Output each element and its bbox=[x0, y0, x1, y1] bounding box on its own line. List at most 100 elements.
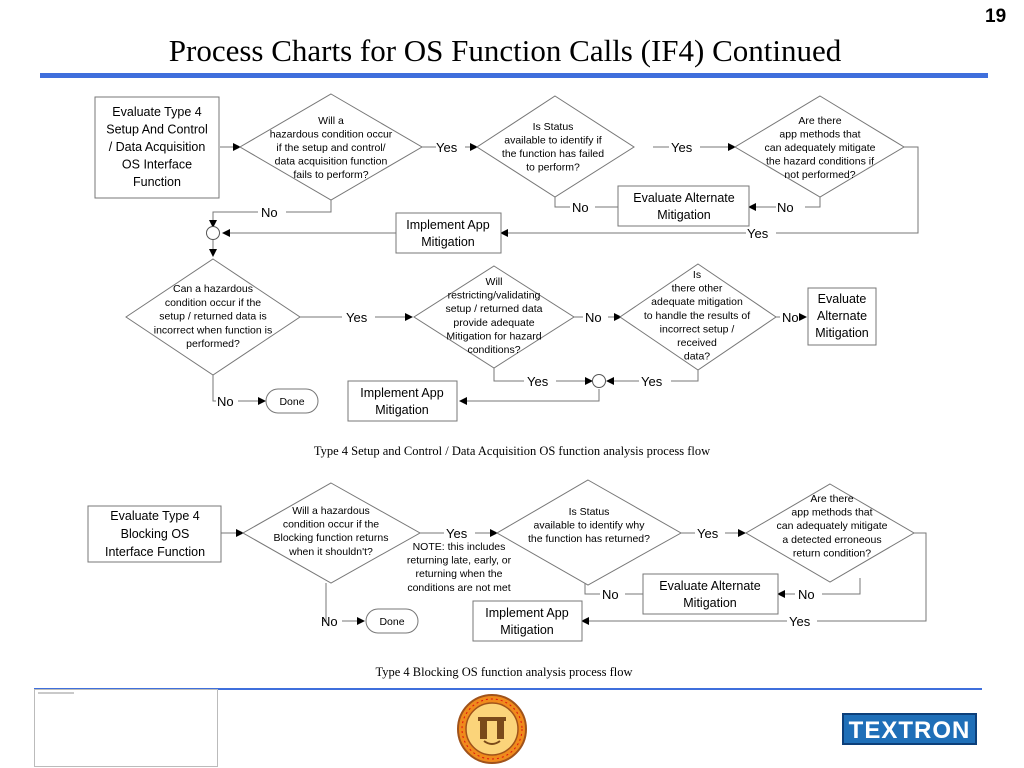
node-text-line: setup / returned data is bbox=[159, 311, 266, 323]
node-text-line: not performed? bbox=[784, 169, 855, 181]
node-text-line: restricting/validating bbox=[448, 290, 541, 302]
node-text-line: Alternate bbox=[817, 309, 867, 323]
node-text-line: incorrect when function is bbox=[154, 324, 272, 336]
start-box-2: Evaluate Type 4 Blocking OS Interface Func… bbox=[87, 505, 222, 563]
node-text-line: to handle the results of bbox=[644, 310, 750, 322]
label-yes: Yes bbox=[446, 526, 468, 541]
label-no: No bbox=[572, 200, 589, 215]
node-text-line: NOTE: this includes bbox=[413, 541, 506, 553]
node-text-line: Can a hazardous bbox=[173, 283, 253, 295]
node-text-line: Implement App bbox=[360, 386, 443, 400]
label-yes: Yes bbox=[527, 374, 549, 389]
label-no: No bbox=[782, 310, 799, 325]
node-text-line: Mitigation bbox=[815, 326, 869, 340]
label-yes: Yes bbox=[436, 140, 458, 155]
node-text-line: received bbox=[677, 337, 717, 349]
node-text-line: / Data Acquisition bbox=[109, 140, 206, 154]
node-text-line: Implement App bbox=[406, 218, 489, 232]
node-text-line: Mitigation for hazard bbox=[446, 330, 541, 342]
node-text-line: Are there bbox=[798, 115, 841, 127]
node-text-line: Evaluate Type 4 bbox=[112, 105, 201, 119]
label-yes: Yes bbox=[641, 374, 663, 389]
label-no: No bbox=[321, 614, 338, 629]
node-text-line: condition occur if the bbox=[165, 297, 261, 309]
node-text-line: conditions are not met bbox=[407, 582, 510, 594]
label-yes: Yes bbox=[671, 140, 693, 155]
node-text-line: Blocking OS bbox=[121, 527, 190, 541]
node-text-line: condition occur if the bbox=[283, 519, 379, 531]
node-text-line: can adequately mitigate bbox=[765, 142, 876, 154]
node-text-line: Mitigation bbox=[375, 403, 429, 417]
node-text-line: conditions? bbox=[467, 344, 520, 356]
node-text-line: app methods that bbox=[779, 129, 860, 141]
node-text-line: to perform? bbox=[526, 162, 580, 174]
svg-text:Done: Done bbox=[279, 396, 304, 408]
node-text-line: provide adequate bbox=[453, 317, 534, 329]
node-text-line: the function has returned? bbox=[528, 533, 650, 545]
decision-incorrect: Can a hazardous condition occur if the set… bbox=[125, 258, 301, 376]
label-yes: Yes bbox=[789, 614, 811, 629]
emblem-seal-icon bbox=[457, 694, 527, 764]
node-text-line: Evaluate Alternate bbox=[633, 191, 735, 205]
node-text-line: Mitigation bbox=[683, 596, 737, 610]
node-text-line: Is bbox=[693, 269, 701, 281]
page-number: 19 bbox=[985, 6, 1007, 27]
node-text-line: available to identify why bbox=[534, 520, 646, 532]
node-text-line: app methods that bbox=[791, 507, 872, 519]
node-text-line: Will a hazardous bbox=[292, 505, 370, 517]
node-text-line: Setup And Control bbox=[106, 123, 207, 137]
merge-junction bbox=[206, 226, 220, 240]
node-text-line: Will a bbox=[318, 115, 344, 127]
start-box: Evaluate Type 4 Setup And Control / Data A… bbox=[94, 96, 220, 199]
label-no: No bbox=[217, 394, 234, 409]
node-text-line: a detected erroneous bbox=[782, 534, 881, 546]
node-text-line: hazardous condition occur bbox=[270, 129, 393, 141]
node-text-line: Evaluate Type 4 bbox=[110, 509, 199, 523]
svg-text:Done: Done bbox=[379, 616, 404, 628]
node-text-line: Interface Function bbox=[105, 545, 205, 559]
node-text-line: if the setup and control/ bbox=[276, 142, 385, 154]
node-text-line: the hazard conditions if bbox=[766, 156, 874, 168]
node-text-line: setup / returned data bbox=[446, 303, 543, 315]
node-text-line: Is Status bbox=[569, 506, 610, 518]
label-yes: Yes bbox=[697, 526, 719, 541]
label-no: No bbox=[777, 200, 794, 215]
node-text-line: Is Status bbox=[533, 121, 574, 133]
node-text-line: OS Interface bbox=[122, 158, 192, 172]
node-text-line: Evaluate bbox=[818, 292, 867, 306]
node-text-line: Will bbox=[486, 276, 503, 288]
footer-rule bbox=[34, 688, 982, 690]
footer-box-mark bbox=[38, 692, 74, 694]
label-no: No bbox=[261, 205, 278, 220]
